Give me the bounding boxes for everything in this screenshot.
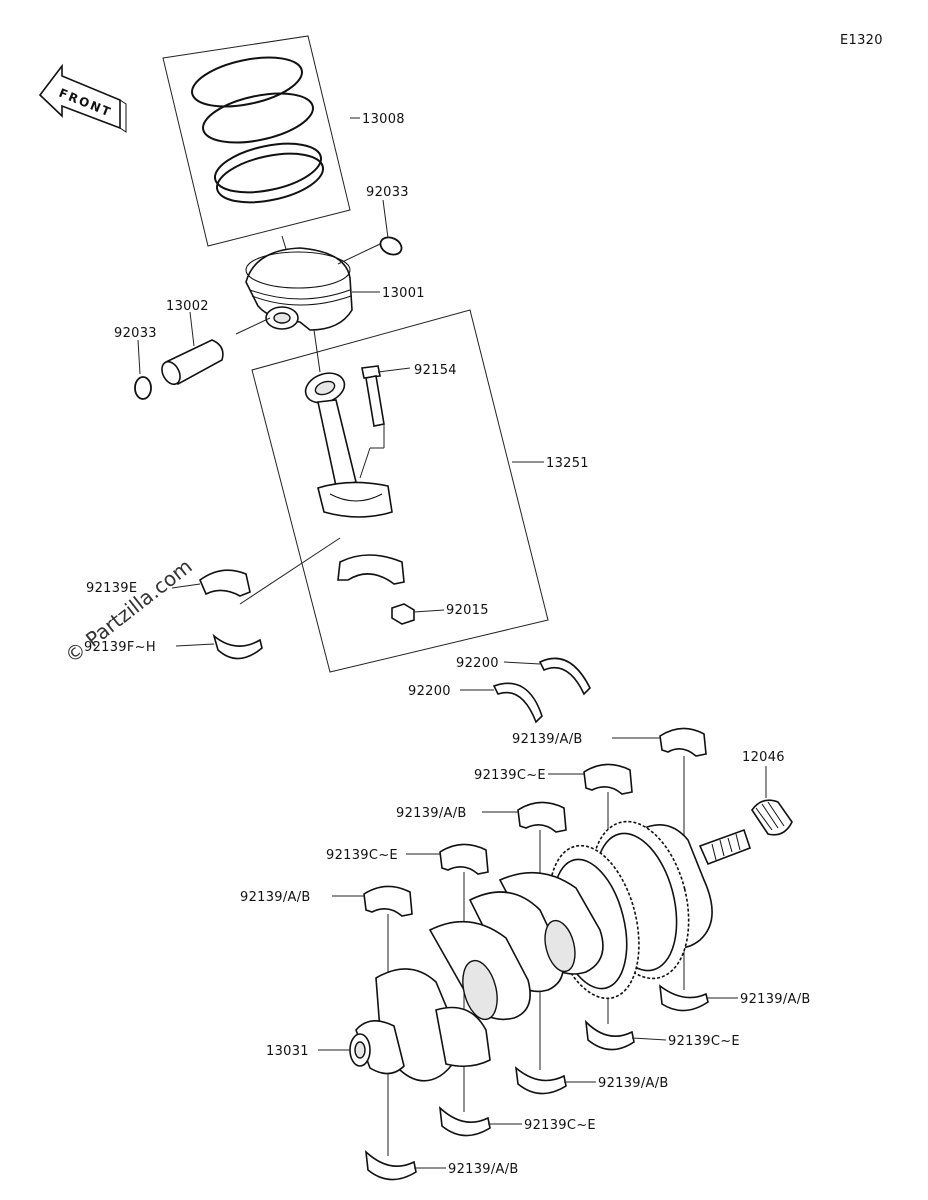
label-92200-b: 92200 <box>408 684 451 699</box>
crankshaft[interactable] <box>318 811 752 1082</box>
main-bearing-lower-5[interactable] <box>364 1149 446 1181</box>
main-bearing-lower-4[interactable] <box>438 1105 522 1137</box>
label-92139CE-2: 92139C~E <box>326 848 398 863</box>
piston-pin[interactable] <box>158 311 271 387</box>
label-92139AB-3: 92139/A/B <box>240 890 311 905</box>
main-bearing-lower-3[interactable] <box>514 1066 596 1095</box>
label-13001: 13001 <box>382 286 425 301</box>
label-92139CE-r2: 92139C~E <box>524 1118 596 1133</box>
label-13251: 13251 <box>546 456 589 471</box>
label-13031: 13031 <box>266 1044 309 1059</box>
circlip-right[interactable] <box>378 199 405 258</box>
label-92139CE-r1: 92139C~E <box>668 1034 740 1049</box>
rod-bearing-lower[interactable] <box>175 633 263 660</box>
front-arrow-icon: FRONT <box>38 63 127 133</box>
label-92033-left: 92033 <box>114 326 157 341</box>
main-bearing-lower-2[interactable] <box>584 1019 667 1051</box>
connecting-rod-assembly[interactable] <box>251 309 549 673</box>
label-92139AB-2: 92139/A/B <box>396 806 467 821</box>
label-92139AB-r2: 92139/A/B <box>598 1076 669 1091</box>
label-92139AB-r1: 92139/A/B <box>740 992 811 1007</box>
thrust-washer-a[interactable] <box>503 657 591 696</box>
label-92015: 92015 <box>446 603 489 618</box>
label-92139E: 92139E <box>86 581 137 596</box>
circlip-left[interactable] <box>134 339 152 400</box>
label-12046: 12046 <box>742 750 785 765</box>
label-13002: 13002 <box>166 299 209 314</box>
label-92154: 92154 <box>414 363 457 378</box>
label-92200-a: 92200 <box>456 656 499 671</box>
diagram-id: E1320 <box>840 33 883 48</box>
main-bearing-lower-1[interactable] <box>659 984 738 1012</box>
needle-bearing[interactable] <box>751 766 793 836</box>
main-bearing-upper-5[interactable] <box>332 885 413 1156</box>
label-92139AB-1: 92139/A/B <box>512 732 583 747</box>
rod-bearing-upper[interactable] <box>171 537 341 605</box>
label-92033-top: 92033 <box>366 185 409 200</box>
label-92139AB-r3: 92139/A/B <box>448 1162 519 1177</box>
label-92139FH: 92139F~H <box>84 640 156 655</box>
label-92139CE-1: 92139C~E <box>474 768 546 783</box>
label-13008: 13008 <box>362 112 405 127</box>
piston-ring-set[interactable] <box>162 35 360 247</box>
thrust-washer-b[interactable] <box>460 682 543 724</box>
piston[interactable] <box>245 235 381 331</box>
